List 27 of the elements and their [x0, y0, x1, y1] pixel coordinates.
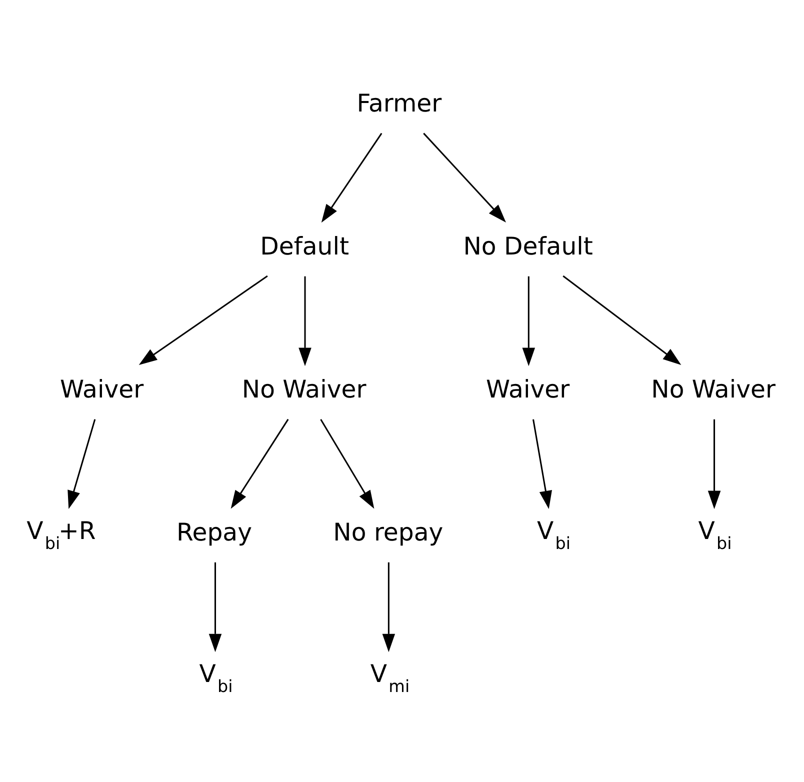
node-text: V$_{bi}$: [199, 658, 233, 696]
arrow: [562, 274, 682, 365]
node-text: V$_{bi}$: [698, 515, 732, 552]
arrow: [208, 562, 222, 652]
node-text: Waiver: [60, 374, 144, 403]
node-text: V$_{bi}$: [537, 515, 571, 552]
arrow: [298, 276, 312, 366]
arrow: [522, 276, 536, 366]
arrow: [68, 418, 96, 508]
arrow: [423, 132, 506, 222]
arrow: [320, 418, 374, 508]
arrow: [321, 132, 382, 222]
arrow: [138, 274, 268, 364]
node-text: No Waiver: [242, 374, 366, 403]
arrow: [532, 418, 552, 509]
node-text: Waiver: [486, 374, 570, 403]
node-text: No Waiver: [651, 374, 776, 403]
node-text: No Default: [463, 230, 593, 260]
node-text: V$_{mi}$: [370, 658, 410, 696]
node-text: Farmer: [356, 88, 442, 117]
node-text: Default: [260, 230, 350, 260]
node-text: V$_{bi}$+R: [26, 515, 96, 552]
node-text: No repay: [333, 516, 444, 546]
arrow: [382, 562, 396, 652]
arrow: [230, 418, 289, 508]
node-text: Repay: [176, 516, 252, 546]
arrow: [708, 418, 721, 509]
